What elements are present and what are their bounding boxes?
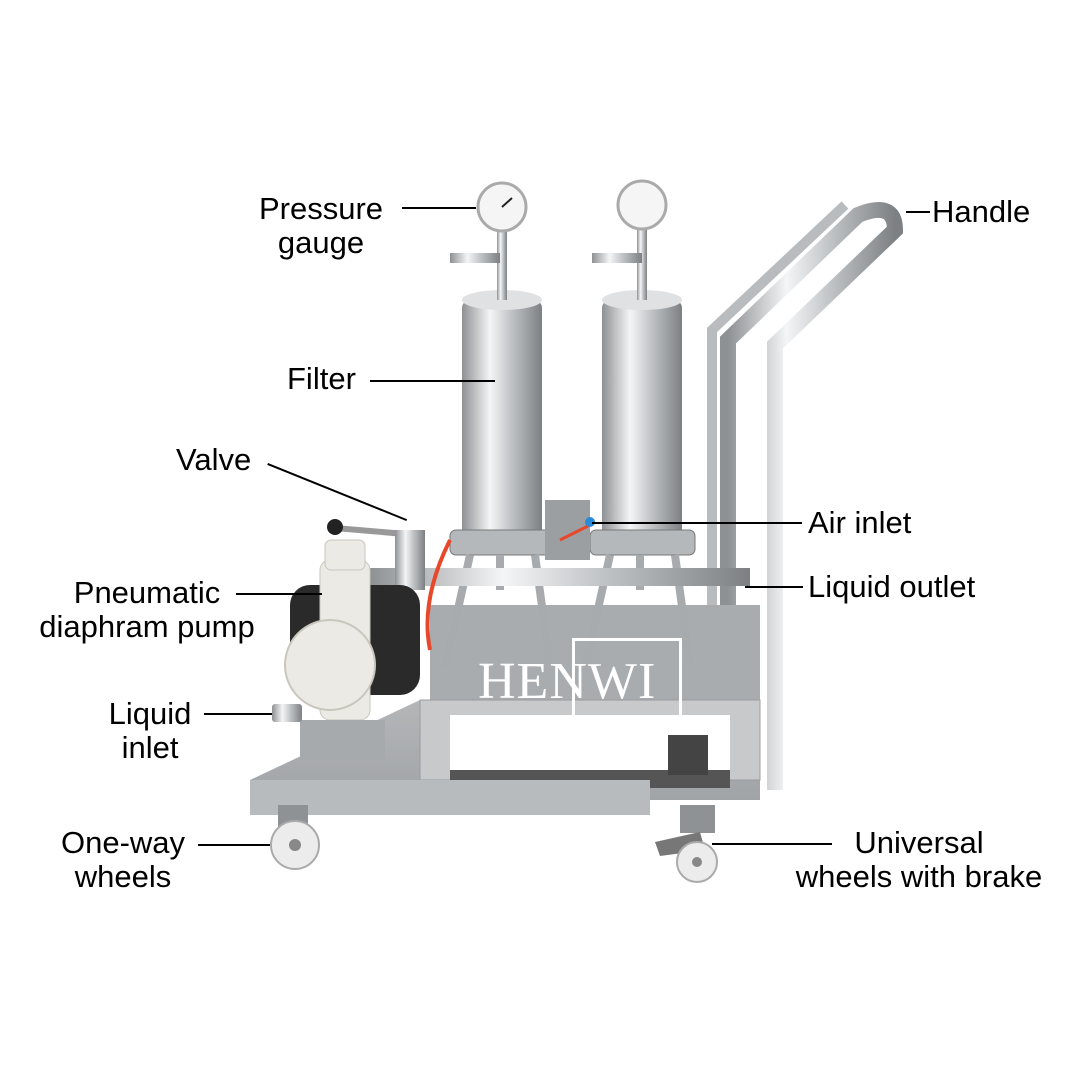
leader-pump <box>236 593 322 595</box>
label-handle: Handle <box>932 194 1031 229</box>
label-pump: Pneumatic diaphram pump <box>39 575 255 644</box>
filter-left <box>441 181 556 669</box>
leader-universal-wheels <box>712 843 832 845</box>
label-liquid-inlet: Liquid inlet <box>108 696 192 765</box>
label-air-inlet: Air inlet <box>808 505 912 540</box>
label-pressure-gauge: Pressure gauge <box>258 191 384 260</box>
label-universal-wheels: Universal wheels with brake <box>795 825 1043 894</box>
one-way-wheel <box>270 805 320 870</box>
label-one-way-wheels: One-way wheels <box>60 825 186 894</box>
filter-right <box>581 179 696 669</box>
leader-liquid-inlet <box>204 713 272 715</box>
watermark-text: HENWI <box>478 653 657 710</box>
leader-one-way-wheels <box>198 844 270 846</box>
leader-pressure-gauge <box>402 207 476 209</box>
leader-handle <box>906 211 930 213</box>
watermark-frame <box>572 638 682 724</box>
label-filter: Filter <box>287 361 356 396</box>
label-valve: Valve <box>176 442 252 477</box>
leader-liquid-outlet <box>745 586 803 588</box>
label-liquid-outlet: Liquid outlet <box>808 569 976 604</box>
universal-wheel <box>655 805 718 883</box>
leader-air-inlet <box>592 522 802 524</box>
leader-filter <box>370 380 495 382</box>
diaphragm-pump <box>272 539 420 760</box>
